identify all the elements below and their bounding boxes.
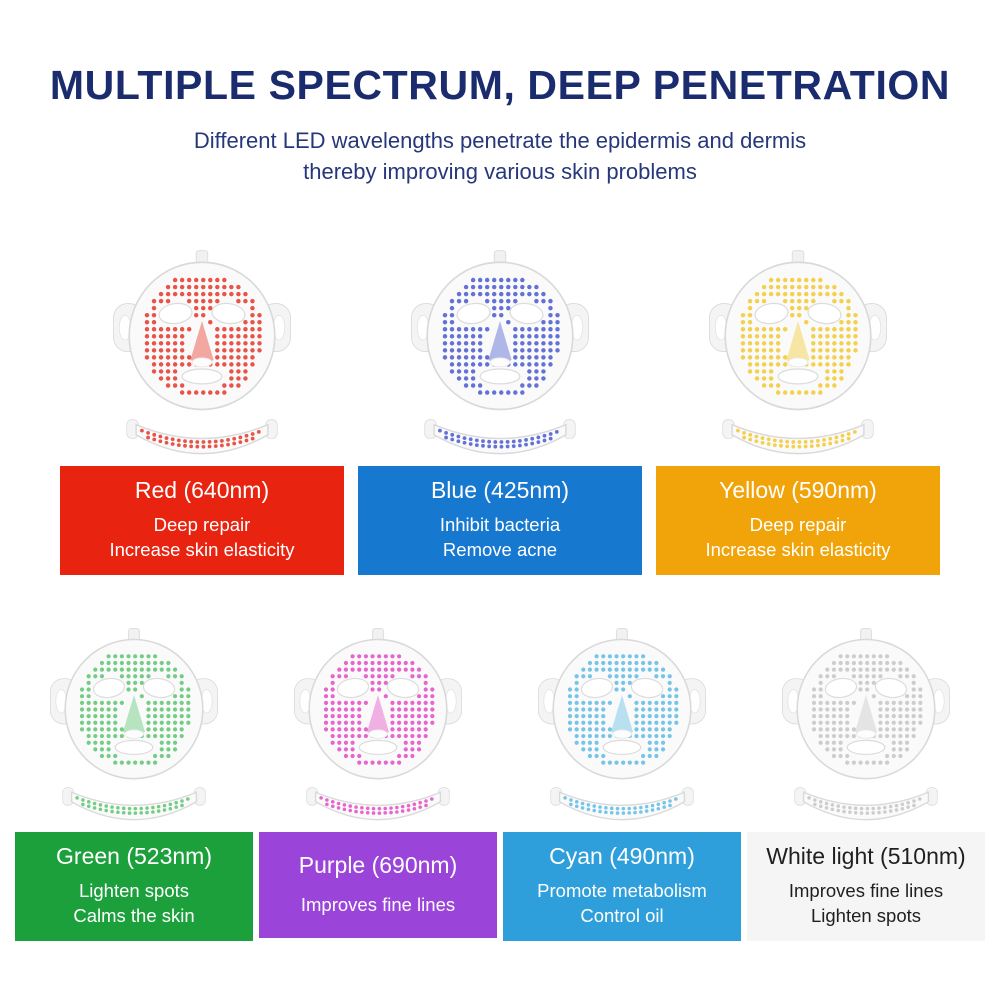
page-subtitle: Different LED wavelengths penetrate the …: [0, 125, 1000, 187]
benefit-line-1: Inhibit bacteria: [439, 513, 561, 535]
wavelength-label: White light (510nm): [766, 843, 966, 870]
led-mask-figure-yellow: [707, 249, 889, 459]
wavelength-label: Cyan (490nm): [549, 843, 695, 870]
benefit-line-1: Improves fine lines: [300, 893, 456, 915]
benefit-line-2: Lighten spots: [810, 905, 922, 927]
mask-card-white: White light (510nm) Improves fine lines …: [747, 627, 985, 941]
chin-pad-graphic: [306, 786, 450, 821]
face-mask-graphic: [709, 250, 887, 411]
led-mask-figure-white: [780, 627, 952, 825]
wavelength-label: Blue (425nm): [430, 477, 570, 504]
benefit-text: Improves fine lines Lighten spots: [753, 878, 979, 929]
wavelength-banner: Blue (425nm) Inhibit bacteria Remove acn…: [358, 466, 642, 575]
wavelength-banner: White light (510nm) Improves fine lines …: [747, 832, 985, 941]
face-mask-graphic: [49, 627, 219, 780]
wavelength-banner: Green (523nm) Lighten spots Calms the sk…: [15, 832, 253, 941]
header: MULTIPLE SPECTRUM, DEEP PENETRATION Diff…: [0, 0, 1000, 187]
mask-card-purple: Purple (690nm) Improves fine lines: [259, 627, 497, 939]
wavelength-label: Green (523nm): [56, 843, 212, 870]
wavelength-label: Yellow (590nm): [719, 477, 877, 504]
mask-row-bottom: Green (523nm) Lighten spots Calms the sk…: [0, 627, 1000, 941]
benefit-line-1: Improves fine lines: [788, 879, 944, 901]
benefit-line-1: Deep repair: [153, 513, 251, 535]
face-mask-graphic: [293, 627, 463, 780]
page-title: MULTIPLE SPECTRUM, DEEP PENETRATION: [49, 62, 951, 108]
face-mask-graphic: [411, 250, 589, 411]
benefit-line-1: Deep repair: [749, 513, 847, 535]
wavelength-banner: Cyan (490nm) Promote metabolism Control …: [503, 832, 741, 941]
wavelength-banner: Yellow (590nm) Deep repair Increase skin…: [656, 466, 940, 575]
subtitle-line-2: thereby improving various skin problems: [303, 159, 697, 185]
led-mask-figure-green: [48, 627, 220, 825]
chin-pad-graphic: [126, 418, 278, 454]
mask-row-top: Red (640nm) Deep repair Increase skin el…: [0, 249, 1000, 575]
led-mask-figure-cyan: [536, 627, 708, 825]
benefit-text: Lighten spots Calms the skin: [21, 878, 247, 929]
face-mask-graphic: [113, 250, 291, 411]
mask-card-cyan: Cyan (490nm) Promote metabolism Control …: [503, 627, 741, 941]
chin-pad-graphic: [424, 418, 576, 454]
benefit-line-1: Promote metabolism: [537, 879, 707, 901]
wavelength-label: Red (640nm): [134, 477, 270, 504]
face-mask-graphic: [537, 627, 707, 780]
mask-card-green: Green (523nm) Lighten spots Calms the sk…: [15, 627, 253, 941]
benefit-text: Deep repair Increase skin elasticity: [66, 512, 338, 563]
wavelength-banner: Red (640nm) Deep repair Increase skin el…: [60, 466, 344, 575]
benefit-text: Deep repair Increase skin elasticity: [662, 512, 934, 563]
benefit-line-2: Increase skin elasticity: [705, 539, 891, 561]
benefit-line-2: Calms the skin: [73, 905, 195, 927]
face-mask-graphic: [781, 627, 951, 780]
wavelength-banner: Purple (690nm) Improves fine lines: [259, 832, 497, 939]
benefit-text: Improves fine lines: [265, 892, 491, 918]
chin-pad-graphic: [722, 418, 874, 454]
benefit-line-2: Remove acne: [442, 539, 558, 561]
led-mask-figure-blue: [409, 249, 591, 459]
mask-card-red: Red (640nm) Deep repair Increase skin el…: [60, 249, 344, 575]
led-mask-figure-red: [111, 249, 293, 459]
chin-pad-graphic: [550, 786, 694, 821]
benefit-line-2: Increase skin elasticity: [109, 539, 295, 561]
benefit-text: Inhibit bacteria Remove acne: [364, 512, 636, 563]
wavelength-label: Purple (690nm): [298, 852, 458, 879]
benefit-text: Promote metabolism Control oil: [509, 878, 735, 929]
mask-card-yellow: Yellow (590nm) Deep repair Increase skin…: [656, 249, 940, 575]
subtitle-line-1: Different LED wavelengths penetrate the …: [193, 128, 807, 153]
mask-card-blue: Blue (425nm) Inhibit bacteria Remove acn…: [358, 249, 642, 575]
chin-pad-graphic: [62, 786, 206, 821]
benefit-line-1: Lighten spots: [78, 879, 190, 901]
chin-pad-graphic: [794, 786, 938, 821]
benefit-line-2: Control oil: [580, 905, 664, 927]
led-mask-figure-purple: [292, 627, 464, 825]
